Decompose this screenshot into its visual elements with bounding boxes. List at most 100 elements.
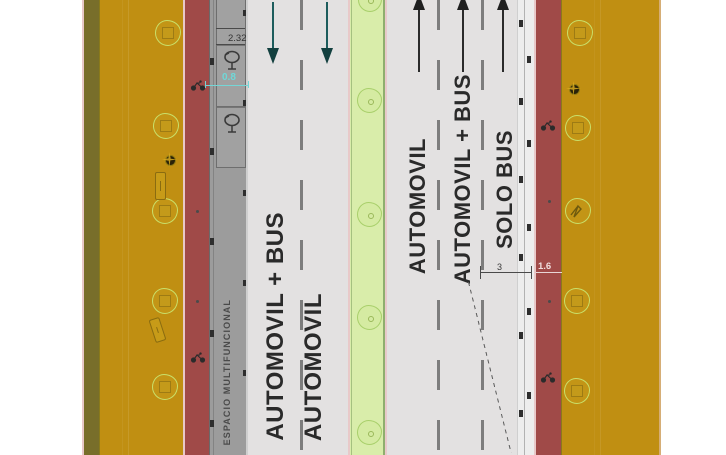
edge-line-olive (99, 0, 100, 455)
median-inner-line-l (351, 0, 352, 455)
lane-label-solo-bus: SOLO BUS (492, 130, 517, 249)
bicycle-icon (190, 352, 206, 363)
lane-label-automovil-bus-left: AUTOMOVIL + BUS (262, 212, 289, 441)
dimension-line-bus (480, 272, 532, 273)
edge-line-parking-l2 (213, 0, 214, 455)
dimension-line (216, 44, 245, 45)
tree-planter-icon (159, 205, 171, 217)
kerb-tick (210, 238, 214, 245)
dimension-tick (248, 81, 249, 88)
dimension-line-bike (536, 272, 562, 273)
arrow-down-icon (267, 2, 279, 64)
bench-icon (155, 172, 166, 200)
parking-car-icon (222, 50, 242, 72)
edge-line-road-right (517, 0, 518, 455)
lamp-glow-icon (566, 81, 581, 96)
dimension-line-bike-buffer (205, 85, 249, 86)
arrow-up-icon (413, 0, 425, 72)
lane-divider-dashed (437, 0, 440, 455)
lane-marker-dot (548, 300, 551, 303)
edge-line-bike-left (183, 0, 185, 455)
median-inner-line-r (383, 0, 385, 455)
bicycle-icon (540, 372, 556, 383)
dimension-bike-lane-width: 1.6 (538, 261, 552, 272)
edge-line-bike-right (534, 0, 536, 455)
lane-divider-dashed (481, 0, 484, 455)
lane-marker-dot (548, 200, 551, 203)
right-page-margin (661, 0, 726, 455)
tree-icon (153, 113, 179, 139)
sidewalk-streak-left2 (122, 0, 123, 455)
left-page-margin (0, 0, 83, 455)
lane-marker-dot (196, 300, 199, 303)
edge-line-parking-l (209, 0, 210, 455)
edge-line-left-outer (82, 0, 84, 455)
tree-planter-icon (571, 295, 583, 307)
sidewalk-streak-right (600, 0, 601, 455)
kerb-tick-right (519, 20, 523, 27)
lamp-glow-icon (569, 203, 584, 218)
tree-planter-icon (162, 27, 174, 39)
kerb-tick-right (519, 410, 523, 417)
parking-bay (216, 0, 246, 46)
street-lamp-icon (165, 155, 176, 166)
tree-planter-icon (159, 295, 171, 307)
tree-icon (565, 198, 591, 224)
edge-line-walk-right (561, 0, 562, 455)
dimension-tick (480, 266, 481, 279)
tree-icon (357, 305, 382, 330)
label-espacio-multifuncional: ESPACIO MULTIFUNCIONAL (222, 298, 232, 445)
kerb-tick-right2 (527, 140, 531, 147)
kerb-tick (210, 420, 214, 427)
left-building-edge (83, 0, 100, 455)
edge-line-median-left (348, 0, 350, 455)
kerb-tick (210, 148, 214, 155)
kerb-tick-right2 (527, 224, 531, 231)
kerb-tick (210, 330, 214, 337)
arrow-down-icon (321, 2, 333, 64)
dimension-bus-lane-width: 3 (497, 262, 503, 272)
kerb-tick (243, 370, 246, 376)
tree-planter-icon (160, 120, 172, 132)
tree-icon (357, 88, 382, 113)
edge-line-right-outer (659, 0, 661, 455)
bicycle-icon (190, 80, 206, 91)
kerb-tick (243, 100, 246, 106)
kerb-tick-right (519, 332, 523, 339)
arrow-up-icon (497, 0, 509, 72)
right-bike-lane (536, 0, 562, 455)
edge-line-median-right (385, 0, 387, 455)
kerb-tick (243, 190, 246, 196)
dimension-bike-buffer: 0.8 (222, 72, 236, 83)
kerb-tick-right (519, 176, 523, 183)
sidewalk-streak-left (128, 0, 129, 455)
kerb-tick-right (519, 254, 523, 261)
kerb-line-right (524, 0, 525, 455)
kerb-tick-right (519, 98, 523, 105)
lane-divider-dashed (300, 0, 303, 455)
bicycle-icon (540, 120, 556, 131)
kerb-tick (210, 58, 214, 65)
tree-planter-icon (572, 122, 584, 134)
kerb-tick-right2 (527, 56, 531, 63)
tree-planter-icon (574, 27, 586, 39)
tree-icon (357, 420, 382, 445)
lane-label-automovil-left: AUTOMOVIL (300, 292, 327, 441)
kerb-tick-right2 (527, 308, 531, 315)
left-bike-lane (185, 0, 210, 455)
left-carriageway (248, 0, 350, 455)
dimension-line (216, 28, 245, 29)
parking-car-icon (222, 113, 242, 135)
kerb-tick (243, 10, 246, 16)
lane-label-automovil-bus-right: AUTOMOVIL + BUS (450, 74, 475, 285)
lamp-glow-icon (162, 152, 177, 167)
edge-line-parking-r (246, 0, 248, 455)
tree-icon (357, 202, 382, 227)
lane-label-automovil-right: AUTOMOVIL (405, 138, 430, 275)
tree-planter-icon (159, 381, 171, 393)
right-carriageway (386, 0, 518, 455)
tree-planter-icon (571, 385, 583, 397)
central-median (350, 0, 386, 455)
street-lamp-icon (569, 84, 580, 95)
